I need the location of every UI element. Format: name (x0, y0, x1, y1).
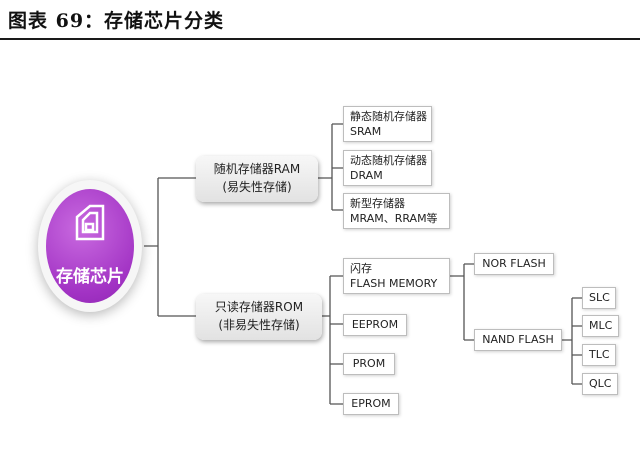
dram-node: 动态随机存储器 DRAM (343, 150, 432, 186)
title-divider (0, 38, 640, 40)
root-node-fill (46, 189, 134, 303)
ram-category: 随机存储器RAM (易失性存储) (196, 156, 318, 202)
nand-connector (562, 297, 582, 385)
rom-subtitle: (非易失性存储) (218, 318, 300, 332)
dram-abbr: DRAM (350, 169, 383, 182)
sram-abbr: SRAM (350, 125, 382, 138)
root-label: 存储芯片 (56, 267, 124, 287)
rom-category: 只读存储器ROM (非易失性存储) (196, 294, 322, 340)
sram-node: 静态随机存储器 SRAM (343, 106, 432, 142)
nor-flash-node: NOR FLASH (474, 253, 554, 275)
flash-name: 闪存 (350, 262, 372, 275)
chip-icon (75, 204, 105, 241)
figure-title: 图表 69：存储芯片分类 (8, 10, 225, 32)
eprom-node: EPROM (343, 393, 399, 415)
new-memory-node: 新型存储器 MRAM、RRAM等 (343, 193, 450, 229)
flash-memory-node: 闪存 FLASH MEMORY (343, 258, 450, 294)
ram-title: 随机存储器RAM (213, 162, 301, 176)
new-memory-name: 新型存储器 (350, 197, 405, 210)
flash-abbr: FLASH MEMORY (350, 277, 438, 290)
mlc-node: MLC (582, 315, 619, 337)
sram-name: 静态随机存储器 (350, 110, 427, 123)
rom-title: 只读存储器ROM (214, 300, 304, 314)
qlc-node: QLC (582, 373, 618, 395)
eeprom-node: EEPROM (343, 314, 407, 336)
flash-connector (450, 263, 474, 341)
rom-connector (322, 275, 343, 405)
nand-flash-node: NAND FLASH (474, 329, 562, 351)
slc-node: SLC (582, 287, 616, 309)
tlc-node: TLC (582, 344, 616, 366)
prom-node: PROM (343, 353, 395, 375)
root-connector (144, 177, 196, 317)
new-memory-types: MRAM、RRAM等 (350, 212, 438, 225)
ram-connector (318, 123, 343, 211)
dram-name: 动态随机存储器 (350, 154, 427, 167)
ram-subtitle: (易失性存储) (222, 180, 292, 194)
